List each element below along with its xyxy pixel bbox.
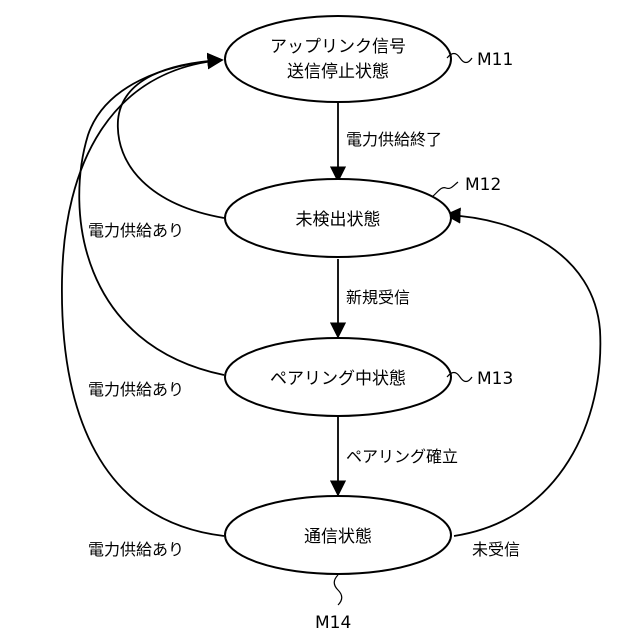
edge-m13-to-m11 xyxy=(79,60,224,375)
edge-m14-to-m11 xyxy=(62,60,224,536)
leader-m12 xyxy=(432,182,458,197)
ref-m12: M12 xyxy=(465,175,501,195)
ref-m13: M13 xyxy=(477,369,513,389)
state-m11 xyxy=(225,16,451,102)
edge-label-power-on-3: 電力供給あり xyxy=(88,540,184,559)
edge-label-new-receive: 新規受信 xyxy=(346,288,410,307)
edge-label-power-end: 電力供給終了 xyxy=(346,130,442,149)
ref-m11: M11 xyxy=(477,50,513,70)
edge-m14-to-m12 xyxy=(446,215,600,536)
state-m11-label-line2: 送信停止状態 xyxy=(287,62,389,82)
state-m13-label: ペアリング中状態 xyxy=(270,369,406,389)
ref-m14: M14 xyxy=(315,613,351,633)
edge-label-not-received: 未受信 xyxy=(472,540,520,559)
state-m11-label-line1: アップリンク信号 xyxy=(270,37,406,57)
state-m12-label: 未検出状態 xyxy=(296,210,381,230)
leader-m14 xyxy=(334,575,342,605)
edge-label-power-on-1: 電力供給あり xyxy=(88,221,184,240)
edge-label-power-on-2: 電力供給あり xyxy=(88,380,184,399)
edge-label-pairing-established: ペアリング確立 xyxy=(346,447,458,466)
state-m14-label: 通信状態 xyxy=(304,527,372,547)
